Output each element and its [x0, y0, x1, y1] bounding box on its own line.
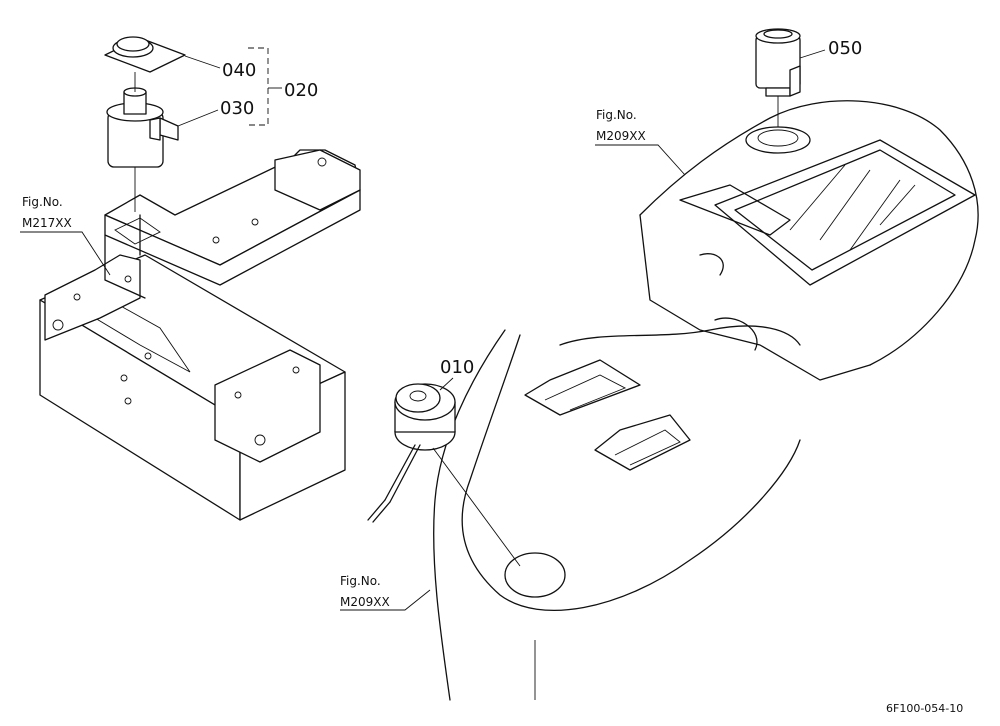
mounting-bracket — [39, 149, 361, 521]
fig-ref-upper-line1: Fig.No. — [596, 108, 637, 122]
callout-040: 040 — [222, 60, 256, 81]
part-050-socket — [755, 28, 801, 128]
callout-leaders — [20, 47, 826, 611]
part-030-switch — [106, 87, 179, 212]
callout-050: 050 — [828, 38, 862, 59]
fig-ref-upper-line2: M209XX — [596, 129, 646, 143]
callout-010: 010 — [440, 357, 474, 378]
fig-ref-bracket-line1: Fig.No. — [22, 195, 63, 209]
callout-020: 020 — [284, 80, 318, 101]
fig-ref-lower-line1: Fig.No. — [340, 574, 381, 588]
drawing-code: 6F100-054-10 — [886, 702, 963, 715]
part-010-rotary-switch — [367, 383, 521, 567]
part-040-cap — [104, 36, 186, 92]
fig-ref-lower-line2: M209XX — [340, 595, 390, 609]
upper-panel — [639, 100, 979, 381]
lower-panel — [433, 325, 801, 701]
fig-ref-bracket-line2: M217XX — [22, 216, 72, 230]
callout-030: 030 — [220, 98, 254, 119]
